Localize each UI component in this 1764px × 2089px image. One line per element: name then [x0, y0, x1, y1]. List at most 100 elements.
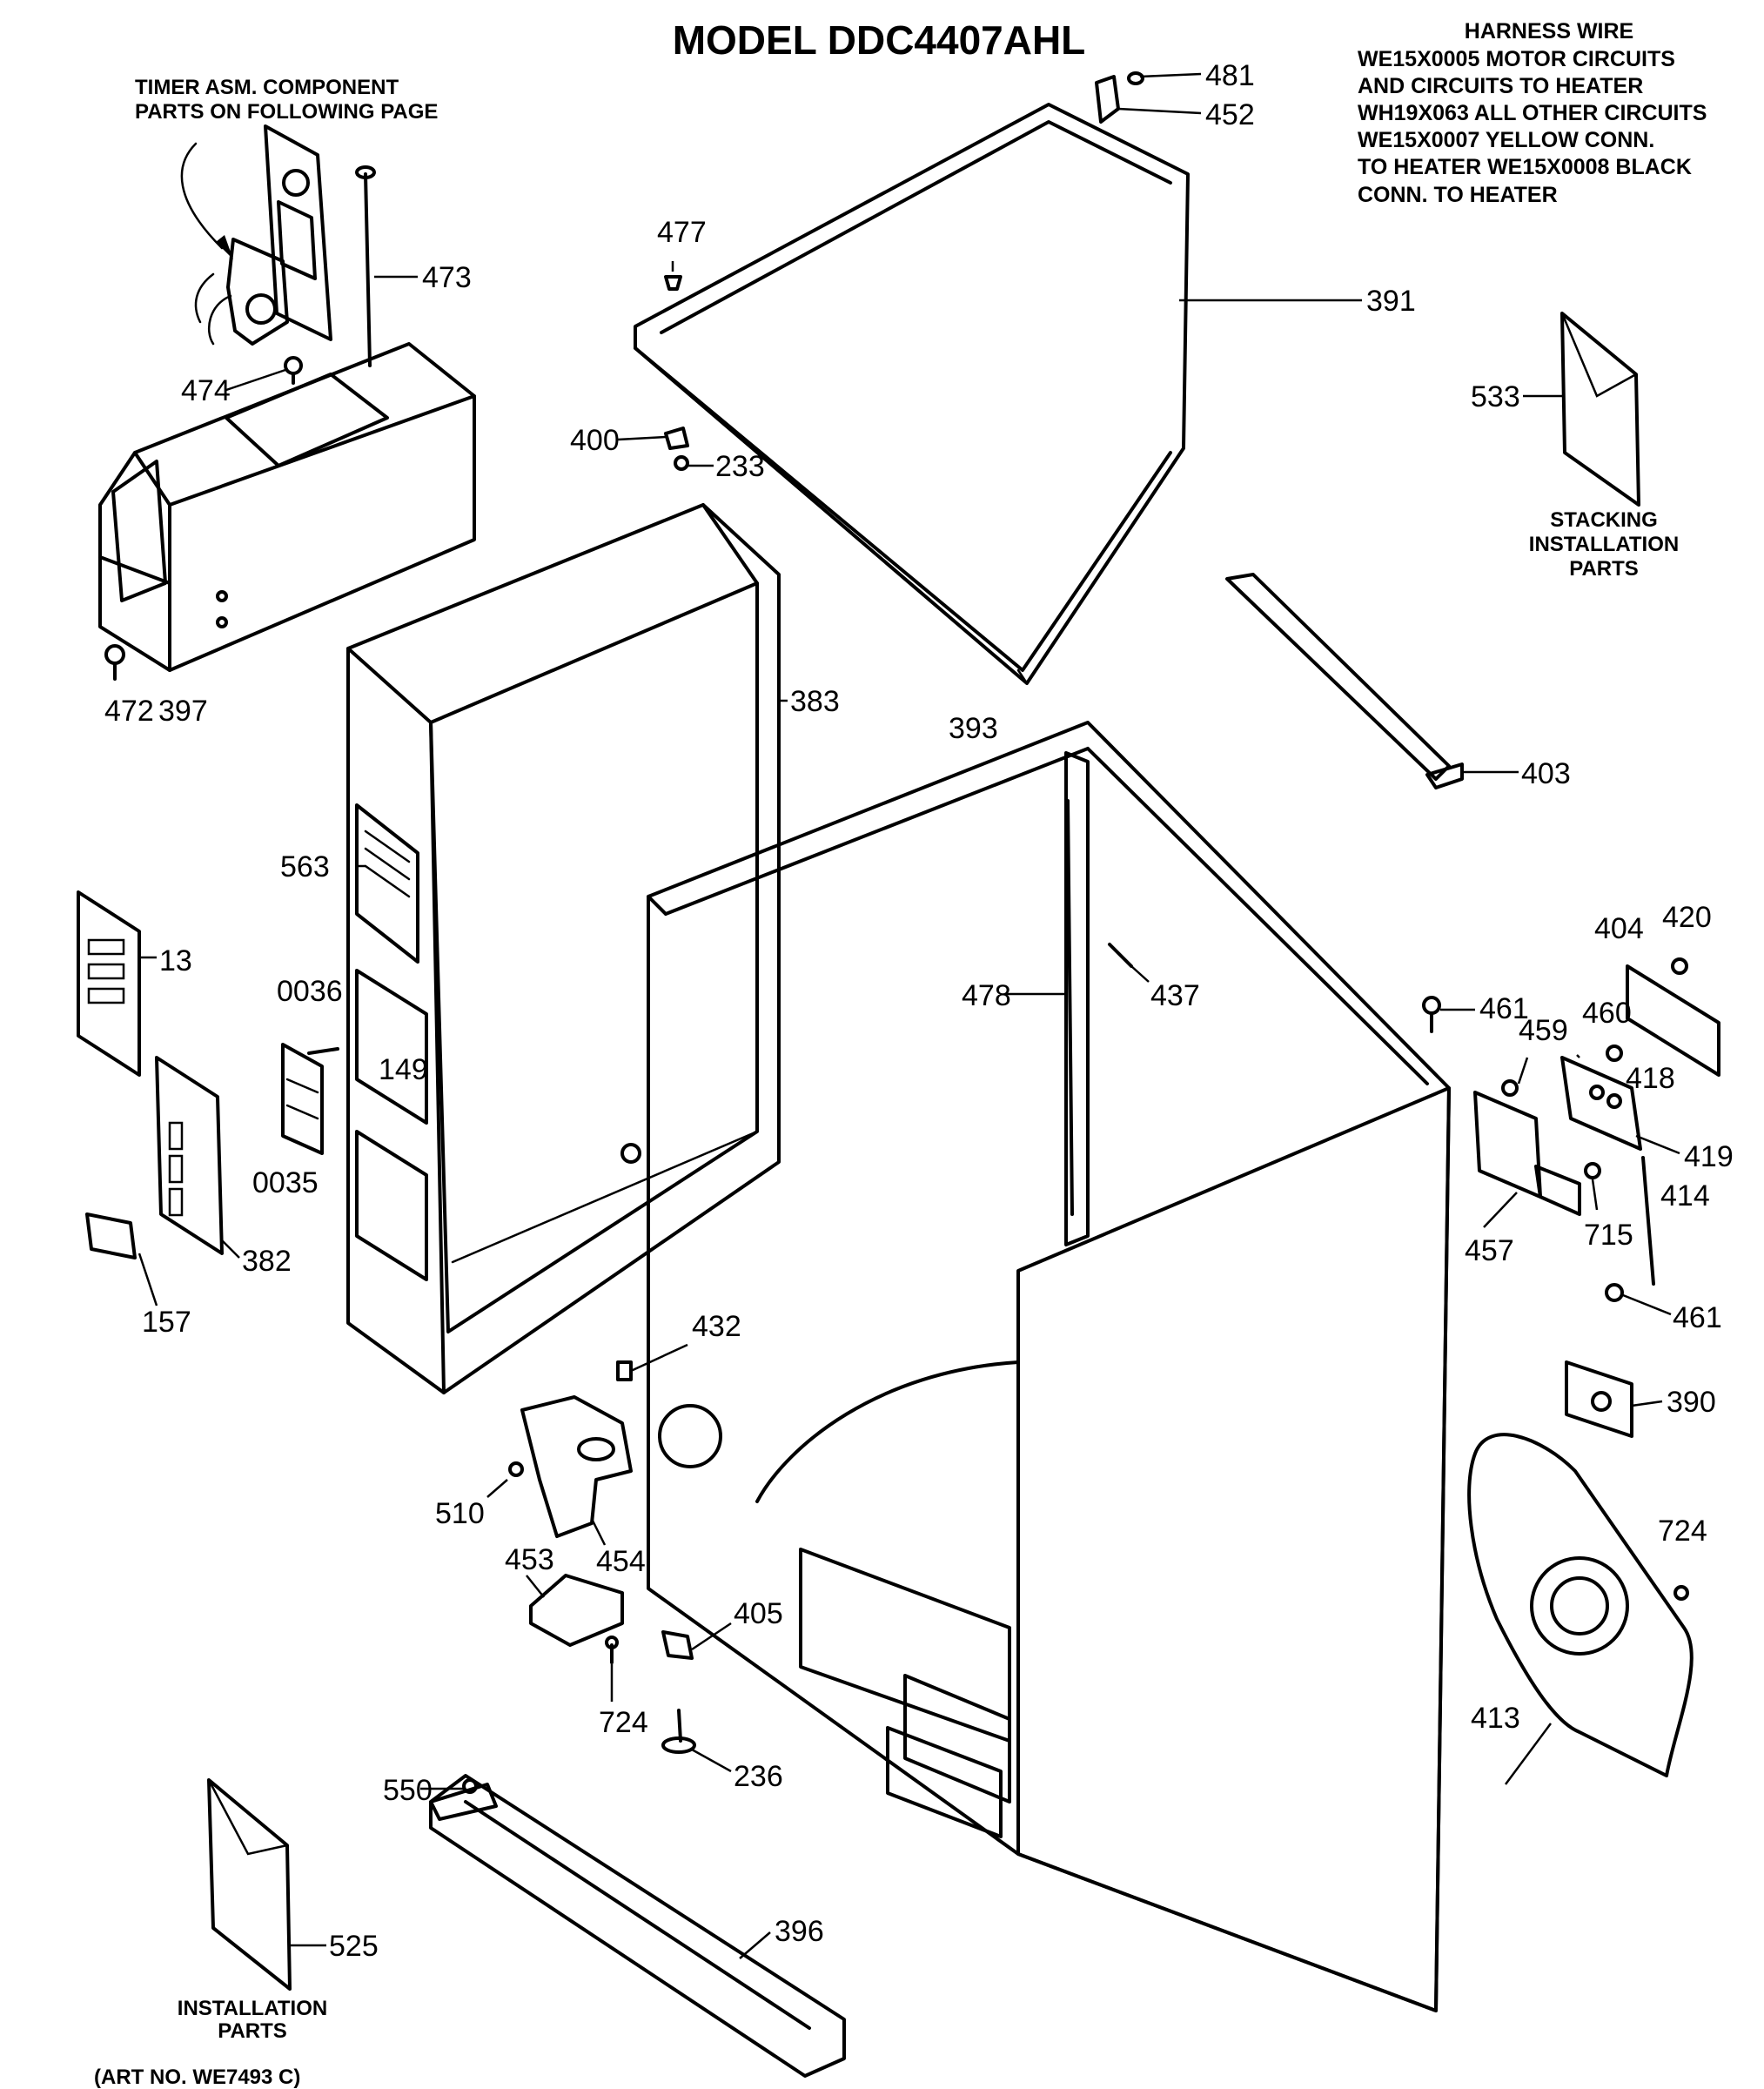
- harness-note-line: WE15X0007 YELLOW CONN.: [1358, 128, 1654, 152]
- timer-note-line: TIMER ASM. COMPONENT: [135, 76, 399, 99]
- part-724-screw-front: [605, 1636, 619, 1664]
- part-382-switch-panel: [155, 1056, 224, 1255]
- harness-note-line: CONN. TO HEATER: [1358, 183, 1558, 207]
- callout-563: 563: [280, 850, 330, 883]
- callout-724-front: 724: [599, 1706, 648, 1739]
- stacking-note-line: STACKING: [1550, 508, 1658, 532]
- installation-note-line: PARTS: [218, 2019, 287, 2043]
- part-461-screw-lower: [1605, 1283, 1624, 1302]
- part-525-envelope: [207, 1778, 292, 1991]
- callout-715: 715: [1584, 1219, 1633, 1252]
- harness-note-line: WH19X063 ALL OTHER CIRCUITS: [1358, 101, 1707, 125]
- part-457-bracket: [1473, 1091, 1581, 1216]
- callout-405: 405: [734, 1597, 783, 1630]
- part-472-screw: [104, 644, 125, 681]
- callout-452: 452: [1205, 98, 1255, 131]
- harness-note-line: AND CIRCUITS TO HEATER: [1358, 74, 1643, 98]
- callout-724-rear: 724: [1658, 1515, 1707, 1548]
- callout-477: 477: [657, 216, 707, 249]
- callout-400: 400: [570, 424, 620, 457]
- part-391-top-cover: [634, 103, 1190, 685]
- leader-lines: [137, 72, 1672, 1959]
- callout-403: 403: [1521, 757, 1571, 790]
- part-510-screw: [508, 1461, 524, 1477]
- callout-236: 236: [734, 1760, 783, 1793]
- callout-454: 454: [596, 1545, 646, 1578]
- part-460-terminal-block: [1560, 1056, 1642, 1151]
- part-405-clip: [661, 1630, 694, 1660]
- part-459-screw: [1501, 1079, 1519, 1097]
- callout-461-lower: 461: [1673, 1301, 1722, 1334]
- part-473-rod: [355, 165, 376, 367]
- callout-420: 420: [1662, 901, 1712, 934]
- callout-437: 437: [1150, 979, 1200, 1012]
- part-481-screw: [1127, 71, 1144, 85]
- part-419-leadline: [1635, 1134, 1680, 1155]
- part-404-cover: [1626, 964, 1720, 1077]
- callout-397: 397: [158, 695, 208, 728]
- harness-note-line: HARNESS WIRE: [1465, 19, 1633, 44]
- stacking-note-line: PARTS: [1569, 557, 1639, 581]
- harness-wire-note: HARNESS WIRE WE15X0005 MOTOR CIRCUITS AN…: [1358, 19, 1707, 207]
- harness-note-line: TO HEATER WE15X0008 BLACK: [1358, 155, 1692, 179]
- callout-481: 481: [1205, 59, 1255, 92]
- part-233-screw: [674, 455, 689, 471]
- callout-404: 404: [1594, 912, 1644, 945]
- part-418-screw: [1606, 1044, 1623, 1062]
- part-0035-switch-block: [281, 1043, 324, 1155]
- callout-383: 383: [790, 685, 840, 718]
- timer-note-line: PARTS ON FOLLOWING PAGE: [135, 100, 438, 124]
- callout-525: 525: [329, 1930, 379, 1963]
- part-383-front-panel: [346, 503, 781, 1394]
- part-393-cabinet: [647, 721, 1451, 2012]
- part-390-bracket: [1565, 1360, 1633, 1438]
- callout-453: 453: [505, 1543, 554, 1576]
- part-403-strap: [1225, 573, 1464, 789]
- callout-472: 472: [104, 695, 154, 728]
- part-461-screw-upper: [1422, 996, 1441, 1033]
- part-432-clip: [616, 1360, 633, 1381]
- callout-418: 418: [1626, 1062, 1675, 1095]
- callout-478: 478: [962, 979, 1011, 1012]
- callout-233: 233: [715, 450, 765, 483]
- part-413-rear-panel: [1467, 1433, 1694, 1777]
- callout-533: 533: [1471, 380, 1520, 413]
- part-13-nameplate: [77, 890, 141, 1077]
- callout-13: 13: [159, 944, 192, 977]
- callout-numbers: 481 452 473 477 391 533 474 400 233 472 …: [104, 59, 1734, 1963]
- part-454-hinge: [520, 1395, 633, 1538]
- part-474-screw: [284, 356, 303, 385]
- callout-419: 419: [1684, 1140, 1734, 1173]
- part-724-screw-rear: [1673, 1585, 1689, 1601]
- callout-393: 393: [949, 712, 998, 745]
- callout-391: 391: [1366, 285, 1416, 318]
- callout-459: 459: [1519, 1014, 1568, 1047]
- part-236-leveling-leg: [661, 1709, 696, 1754]
- part-400-clip: [664, 427, 689, 450]
- page-title: MODEL DDC4407AHL: [673, 17, 1086, 63]
- part-420-clip: [1671, 957, 1688, 975]
- stacking-note-line: INSTALLATION: [1529, 533, 1679, 556]
- part-533-envelope: [1560, 312, 1640, 507]
- installation-note-line: INSTALLATION: [178, 1997, 327, 2020]
- callout-413: 413: [1471, 1702, 1520, 1735]
- part-157-switch: [85, 1212, 137, 1259]
- part-397-control-housing: [98, 342, 476, 672]
- callout-414: 414: [1660, 1179, 1710, 1212]
- arrow-line: [180, 142, 224, 250]
- part-149-screw: [307, 1047, 339, 1055]
- callout-149: 149: [379, 1053, 428, 1086]
- part-453-bracket: [529, 1574, 624, 1647]
- part-414-wire: [1641, 1156, 1655, 1286]
- harness-note-line: WE15X0005 MOTOR CIRCUITS: [1358, 47, 1675, 71]
- part-478-rail: [1066, 799, 1074, 1216]
- callout-382: 382: [242, 1245, 292, 1278]
- callout-157: 157: [142, 1306, 191, 1339]
- callout-396: 396: [775, 1915, 824, 1948]
- callout-432: 432: [692, 1310, 741, 1343]
- callout-474: 474: [181, 374, 231, 407]
- callout-460: 460: [1582, 997, 1632, 1030]
- callout-510: 510: [435, 1497, 485, 1530]
- part-452-hinge-clip: [1095, 75, 1120, 124]
